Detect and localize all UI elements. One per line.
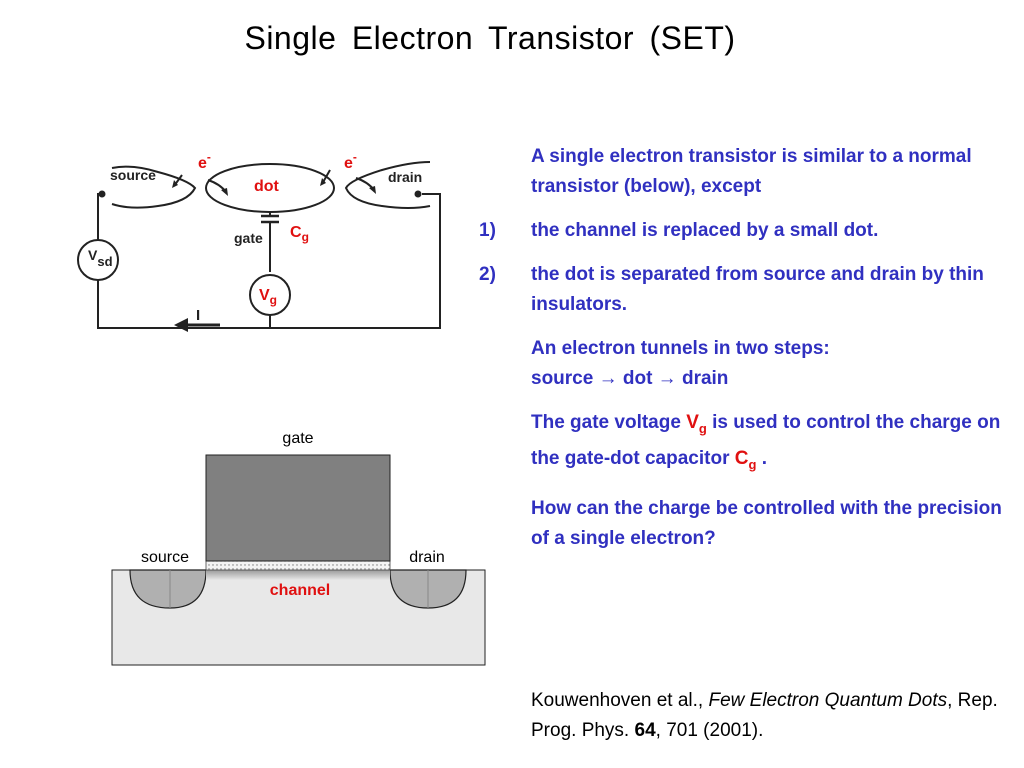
tunnel-line-1: An electron tunnels in two steps: [531, 338, 830, 359]
vsd-label: V [88, 247, 98, 263]
current-label: I [196, 307, 200, 324]
gate-voltage-paragraph: The gate voltage Vg is used to control t… [531, 412, 1001, 472]
citation: Kouwenhoven et al., Few Electron Quantum… [531, 690, 998, 741]
point-2-text: the dot is separated from source and dra… [531, 264, 984, 315]
device-channel-label: channel [270, 582, 330, 599]
circuit-gate-label: gate [234, 230, 263, 246]
channel-region [206, 570, 390, 580]
circuit-drain-label: drain [388, 169, 422, 185]
point-2: 2) the dot is separated from source and … [479, 260, 1006, 320]
source-electrode [111, 165, 197, 209]
vg-label: V [259, 287, 270, 304]
circuit-source-label: source [110, 167, 156, 183]
gate-electrode [205, 454, 391, 562]
point-1: 1) the channel is replaced by a small do… [479, 216, 1006, 246]
cg-label: C [290, 224, 302, 241]
drain-electrode [344, 161, 431, 209]
question-paragraph: How can the charge be controlled with th… [531, 497, 1002, 549]
electron-right-label: e [344, 155, 353, 172]
vg-inline: Vg [686, 412, 707, 436]
citation-volume: 64 [634, 720, 656, 741]
svg-text:e-: e- [198, 150, 211, 172]
svg-text:Vg: Vg [259, 287, 277, 307]
tunnel-line-2: source → dot → drain [531, 368, 729, 389]
citation-journal-title: Few Electron Quantum Dots [708, 690, 948, 711]
device-drain-label: drain [409, 549, 445, 566]
slide-title: Single Electron Transistor (SET) [244, 20, 736, 56]
cg-inline: Cg [734, 447, 757, 472]
explanation-text: A single electron transistor is similar … [476, 142, 1006, 568]
tunnel-paragraph: An electron tunnels in two steps: source… [531, 334, 1006, 394]
device-gate-label: gate [282, 430, 313, 447]
gate-oxide [205, 560, 391, 571]
intro-paragraph: A single electron transistor is similar … [531, 146, 972, 197]
point-2-number: 2) [479, 264, 496, 285]
electron-left-label: e [198, 155, 207, 172]
circuit-dot-label: dot [254, 178, 280, 195]
transistor-cross-section: gate source drain channel [111, 430, 486, 666]
svg-text:Cg: Cg [290, 224, 309, 244]
point-1-text: the channel is replaced by a small dot. [531, 220, 879, 241]
device-source-label: source [141, 549, 189, 566]
point-1-number: 1) [479, 220, 496, 241]
svg-text:e-: e- [344, 150, 357, 172]
svg-text:Vsd: Vsd [88, 247, 113, 269]
set-circuit-diagram: source drain dot e- e- gate Cg Vg Vsd I [77, 150, 441, 332]
